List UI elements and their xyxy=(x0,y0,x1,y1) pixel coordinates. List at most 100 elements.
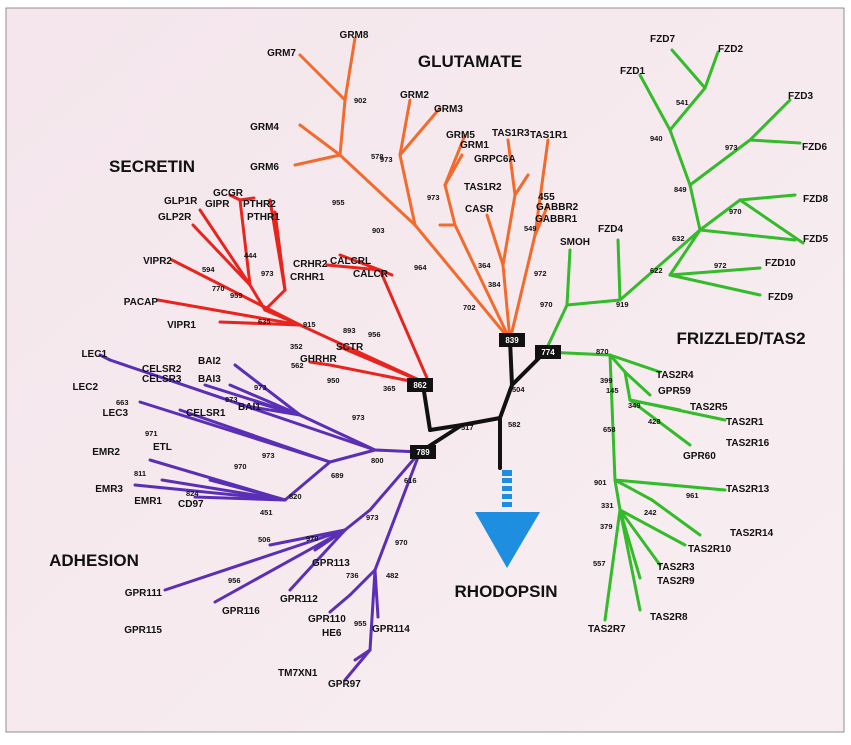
frizzled-bootstrap-2: 973 xyxy=(725,143,738,152)
frizzled-branch xyxy=(748,138,802,145)
secretin-leaf-gcgr: GCGR xyxy=(213,188,244,199)
adhesion-bootstrap-18: 956 xyxy=(228,576,241,585)
adhesion-branch xyxy=(298,413,377,452)
frizzled-leaf-fzd5: FZD5 xyxy=(803,234,828,245)
adhesion-leaf-emr3: EMR3 xyxy=(95,484,123,495)
frizzled-branch xyxy=(668,128,692,187)
adhesion-branch xyxy=(368,568,377,652)
rhodopsin-arrow-dash xyxy=(502,502,512,507)
core-branch xyxy=(428,423,464,432)
frizzled-leaf-tas2r13: TAS2R13 xyxy=(726,484,770,495)
adhesion-branch xyxy=(288,528,347,592)
frizzled-branch xyxy=(628,398,727,422)
frizzled-bootstrap-7: 622 xyxy=(650,266,663,275)
frizzled-bootstrap-13: 349 xyxy=(628,401,641,410)
core-bootstrap-517: 517 xyxy=(461,423,474,432)
frizzled-branch xyxy=(618,508,662,567)
glutamate-bootstrap-7: 702 xyxy=(463,303,476,312)
glutamate-bootstrap-5: 973 xyxy=(427,193,440,202)
frizzled-bootstrap-14: 428 xyxy=(648,417,661,426)
frizzled-branch xyxy=(616,238,622,302)
core-branch xyxy=(498,383,514,420)
secretin-bootstrap-8: 562 xyxy=(291,361,304,370)
glutamate-branch xyxy=(413,223,512,342)
frizzled-bootstrap-10: 870 xyxy=(596,347,609,356)
frizzled-leaf-fzd2: FZD2 xyxy=(718,44,743,55)
core-branch xyxy=(508,338,514,387)
frizzled-leaf-gpr60: GPR60 xyxy=(683,451,716,462)
frizzled-bootstrap-4: 970 xyxy=(729,207,742,216)
frizzled-leaf-tas2r5: TAS2R5 xyxy=(690,402,728,413)
glutamate-branch xyxy=(506,138,517,197)
frizzled-bootstrap-17: 961 xyxy=(686,491,699,500)
adhesion-branch xyxy=(368,450,422,512)
frizzled-bootstrap-21: 557 xyxy=(593,559,606,568)
frizzled-branch xyxy=(608,353,662,374)
glutamate-leaf-grpc6a: GRPC6A xyxy=(474,154,516,165)
secretin-leaf-gipr: GIPR xyxy=(205,199,230,210)
family-label-rhodopsin: RHODOPSIN xyxy=(455,582,558,601)
secretin-leaf-pacap: PACAP xyxy=(124,297,159,308)
glutamate-bootstrap-9: 549 xyxy=(524,224,537,233)
adhesion-bootstrap-1: 971 xyxy=(145,429,158,438)
adhesion-leaf-bai2: BAI2 xyxy=(198,356,221,367)
frizzled-leaf-fzd3: FZD3 xyxy=(788,91,813,102)
frizzled-branch xyxy=(618,508,642,612)
adhesion-bootstrap-11: 824 xyxy=(186,489,199,498)
root-node-box-839 xyxy=(499,333,525,347)
frizzled-leaf-fzd4: FZD4 xyxy=(598,224,623,235)
frizzled-leaf-fzd8: FZD8 xyxy=(803,194,828,205)
glutamate-branch xyxy=(343,36,357,102)
adhesion-leaf-celsr1: CELSR1 xyxy=(186,408,226,419)
root-node-label-862: 862 xyxy=(413,381,427,390)
core-bootstrap-504: 504 xyxy=(512,385,525,394)
frizzled-branch xyxy=(628,398,692,447)
adhesion-bootstrap-7: 800 xyxy=(371,456,384,465)
adhesion-leaf-gpr115: GPR115 xyxy=(124,625,162,636)
adhesion-bootstrap-9: 820 xyxy=(289,492,302,501)
glutamate-leaf-grm7: GRM7 xyxy=(267,48,296,59)
adhesion-branch xyxy=(133,483,287,502)
adhesion-bootstrap-0: 663 xyxy=(116,398,129,407)
adhesion-branch xyxy=(213,528,347,604)
glutamate-leaf-grm1: GRM1 xyxy=(460,140,489,151)
frizzled-bootstrap-11: 399 xyxy=(600,376,613,385)
glutamate-leaf-grm6: GRM6 xyxy=(250,162,279,173)
adhesion-branch xyxy=(283,460,332,502)
frizzled-branch xyxy=(618,228,702,302)
secretin-leaf-calcr: CALCR xyxy=(353,269,389,280)
adhesion-leaf-celsr3: CELSR3 xyxy=(142,374,182,385)
glutamate-branch xyxy=(398,106,442,157)
frizzled-branch xyxy=(703,50,720,90)
secretin-leaf-vipr1: VIPR1 xyxy=(167,320,196,331)
frizzled-branch xyxy=(623,370,652,397)
frizzled-branch xyxy=(688,183,702,232)
adhesion-leaf-emr2: EMR2 xyxy=(92,447,120,458)
adhesion-branch xyxy=(138,400,332,464)
frizzled-leaf-fzd6: FZD6 xyxy=(802,142,827,153)
frizzled-branch xyxy=(670,48,707,90)
glutamate-leaf-gabbr2: GABBR2 xyxy=(536,202,579,213)
rhodopsin-arrow xyxy=(475,470,540,568)
frizzled-leaf-tas2r9: TAS2R9 xyxy=(657,576,695,587)
glutamate-branch xyxy=(443,153,464,187)
adhesion-leaf-lec3: LEC3 xyxy=(102,408,128,419)
frizzled-leaf-smoh: SMOH xyxy=(560,237,590,248)
secretin-leaf-pthr1: PTHR1 xyxy=(247,212,280,223)
glutamate-branch xyxy=(338,98,347,157)
adhesion-branch xyxy=(160,478,287,502)
glutamate-branch xyxy=(298,53,347,102)
frizzled-bootstrap-20: 379 xyxy=(600,522,613,531)
adhesion-leaf-emr1: EMR1 xyxy=(134,496,162,507)
adhesion-leaf-bai1: BAI1 xyxy=(238,402,261,413)
root-node-label-839: 839 xyxy=(505,336,519,345)
adhesion-branch xyxy=(268,528,347,547)
frizzled-bootstrap-0: 541 xyxy=(676,98,689,107)
frizzled-leaf-fzd9: FZD9 xyxy=(768,292,793,303)
adhesion-branch xyxy=(313,528,347,552)
glutamate-bootstrap-11: 972 xyxy=(534,269,547,278)
glutamate-branch xyxy=(293,153,342,167)
secretin-bootstrap-3: 959 xyxy=(230,291,243,300)
